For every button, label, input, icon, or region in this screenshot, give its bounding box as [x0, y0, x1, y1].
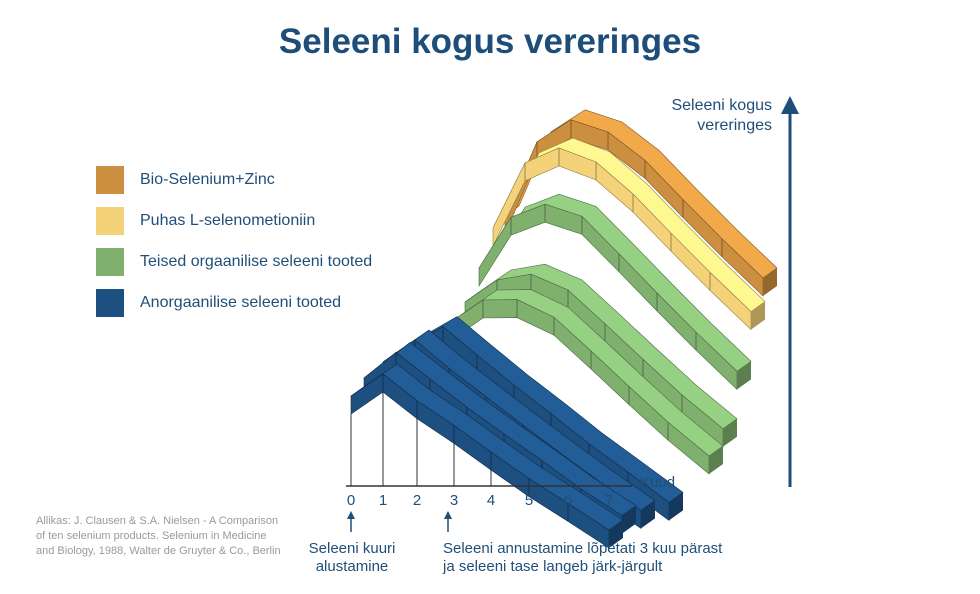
- legend-label: Bio-Selenium+Zinc: [140, 171, 275, 188]
- legend-item: Anorgaanilise seleeni tooted: [96, 289, 372, 317]
- y-axis-label-line-1: Seleeni kogus: [671, 97, 772, 114]
- legend-swatch: [96, 166, 124, 194]
- series-ribbon: [478, 193, 752, 391]
- y-axis-label-line-2: vereringes: [697, 117, 772, 134]
- start-annotation: Seleeni kuuri alustamine: [304, 540, 400, 576]
- y-axis-label: Seleeni kogus vereringes: [572, 96, 772, 136]
- stop-annotation-line-2: ja seleeni tase langeb järk-järgult: [443, 558, 663, 575]
- source-citation: Allikas: J. Clausen & S.A. Nielsen - A C…: [36, 515, 281, 557]
- series-end-cap: [723, 418, 737, 447]
- x-tick-label: 4: [487, 492, 495, 509]
- series-end-cap: [641, 500, 655, 529]
- x-tick-label: 3: [450, 492, 458, 509]
- stop-annotation-line-1: Seleeni annustamine lõpetati 3 kuu päras…: [443, 540, 723, 557]
- series-end-cap: [751, 301, 765, 330]
- start-annotation-line-1: Seleeni kuuri: [308, 540, 396, 557]
- series-end-cap: [709, 446, 723, 474]
- chart-title: Seleeni kogus vereringes: [278, 22, 702, 61]
- series-layer: [350, 109, 778, 549]
- x-tick-label: 2: [413, 492, 421, 509]
- series-end-cap: [737, 361, 751, 390]
- series-ribbon: [504, 109, 778, 297]
- series-end-cap: [609, 520, 623, 548]
- series-end-cap: [669, 492, 683, 521]
- legend-item: Teised orgaanilise seleeni tooted: [96, 248, 372, 276]
- start-annotation-line-2: alustamine: [315, 558, 389, 575]
- y-axis-arrowhead: [781, 96, 799, 114]
- x-tick-labels: 0 1 2 3 4 5 6 7: [347, 392, 613, 509]
- series-ribbon: [450, 289, 724, 475]
- legend-item: Puhas L-selenometioniin: [96, 207, 372, 235]
- legend-item: Bio-Selenium+Zinc: [96, 166, 372, 194]
- legend-swatch: [96, 248, 124, 276]
- series-end-cap: [763, 268, 777, 296]
- series-ribbon: [492, 137, 766, 331]
- x-tick-label: 0: [347, 492, 355, 509]
- legend-label: Puhas L-selenometioniin: [140, 212, 316, 229]
- legend-swatch: [96, 207, 124, 235]
- x-axis-label: Kuud: [640, 474, 675, 491]
- legend-swatch: [96, 289, 124, 317]
- series-ribbon: [350, 363, 624, 549]
- legend-label: Teised orgaanilise seleeni tooted: [140, 253, 373, 270]
- legend-label: Anorgaanilise seleeni tooted: [140, 294, 342, 311]
- stop-annotation: Seleeni annustamine lõpetati 3 kuu päras…: [443, 540, 783, 576]
- x-tick-label: 1: [379, 492, 387, 509]
- axis-layer: Kuud: [346, 96, 799, 532]
- x-tick-label: 6: [564, 492, 572, 509]
- series-end-cap: [622, 505, 636, 534]
- x-tick-label: 5: [525, 492, 533, 509]
- x-tick-label: 7: [605, 492, 613, 509]
